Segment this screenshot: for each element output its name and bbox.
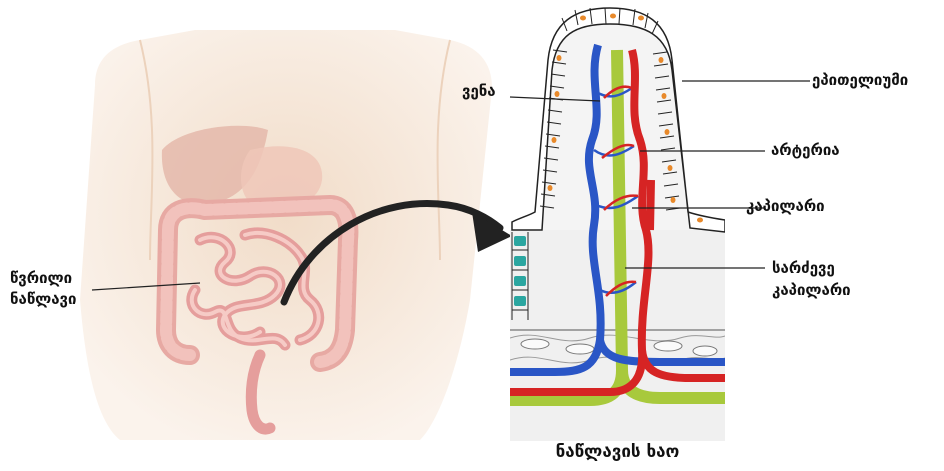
lacteal-label-line2: კაპილარი (772, 281, 851, 300)
artery-label: არტერია (771, 141, 840, 160)
torso-illustration (80, 30, 492, 440)
vein-label: ვენა (462, 82, 496, 101)
epithelium-label: ეპითელიუმი (812, 71, 908, 90)
capillary-label: კაპილარი (746, 197, 825, 216)
villus-illustration (510, 0, 725, 441)
small-intestine-label-line2: ნაწლავი (10, 290, 76, 309)
small-intestine-label-line1: წვრილი (10, 269, 72, 288)
lacteal-label-line1: სარძევე (772, 259, 835, 278)
villus-caption: ნაწლავის ხაო (510, 442, 725, 462)
